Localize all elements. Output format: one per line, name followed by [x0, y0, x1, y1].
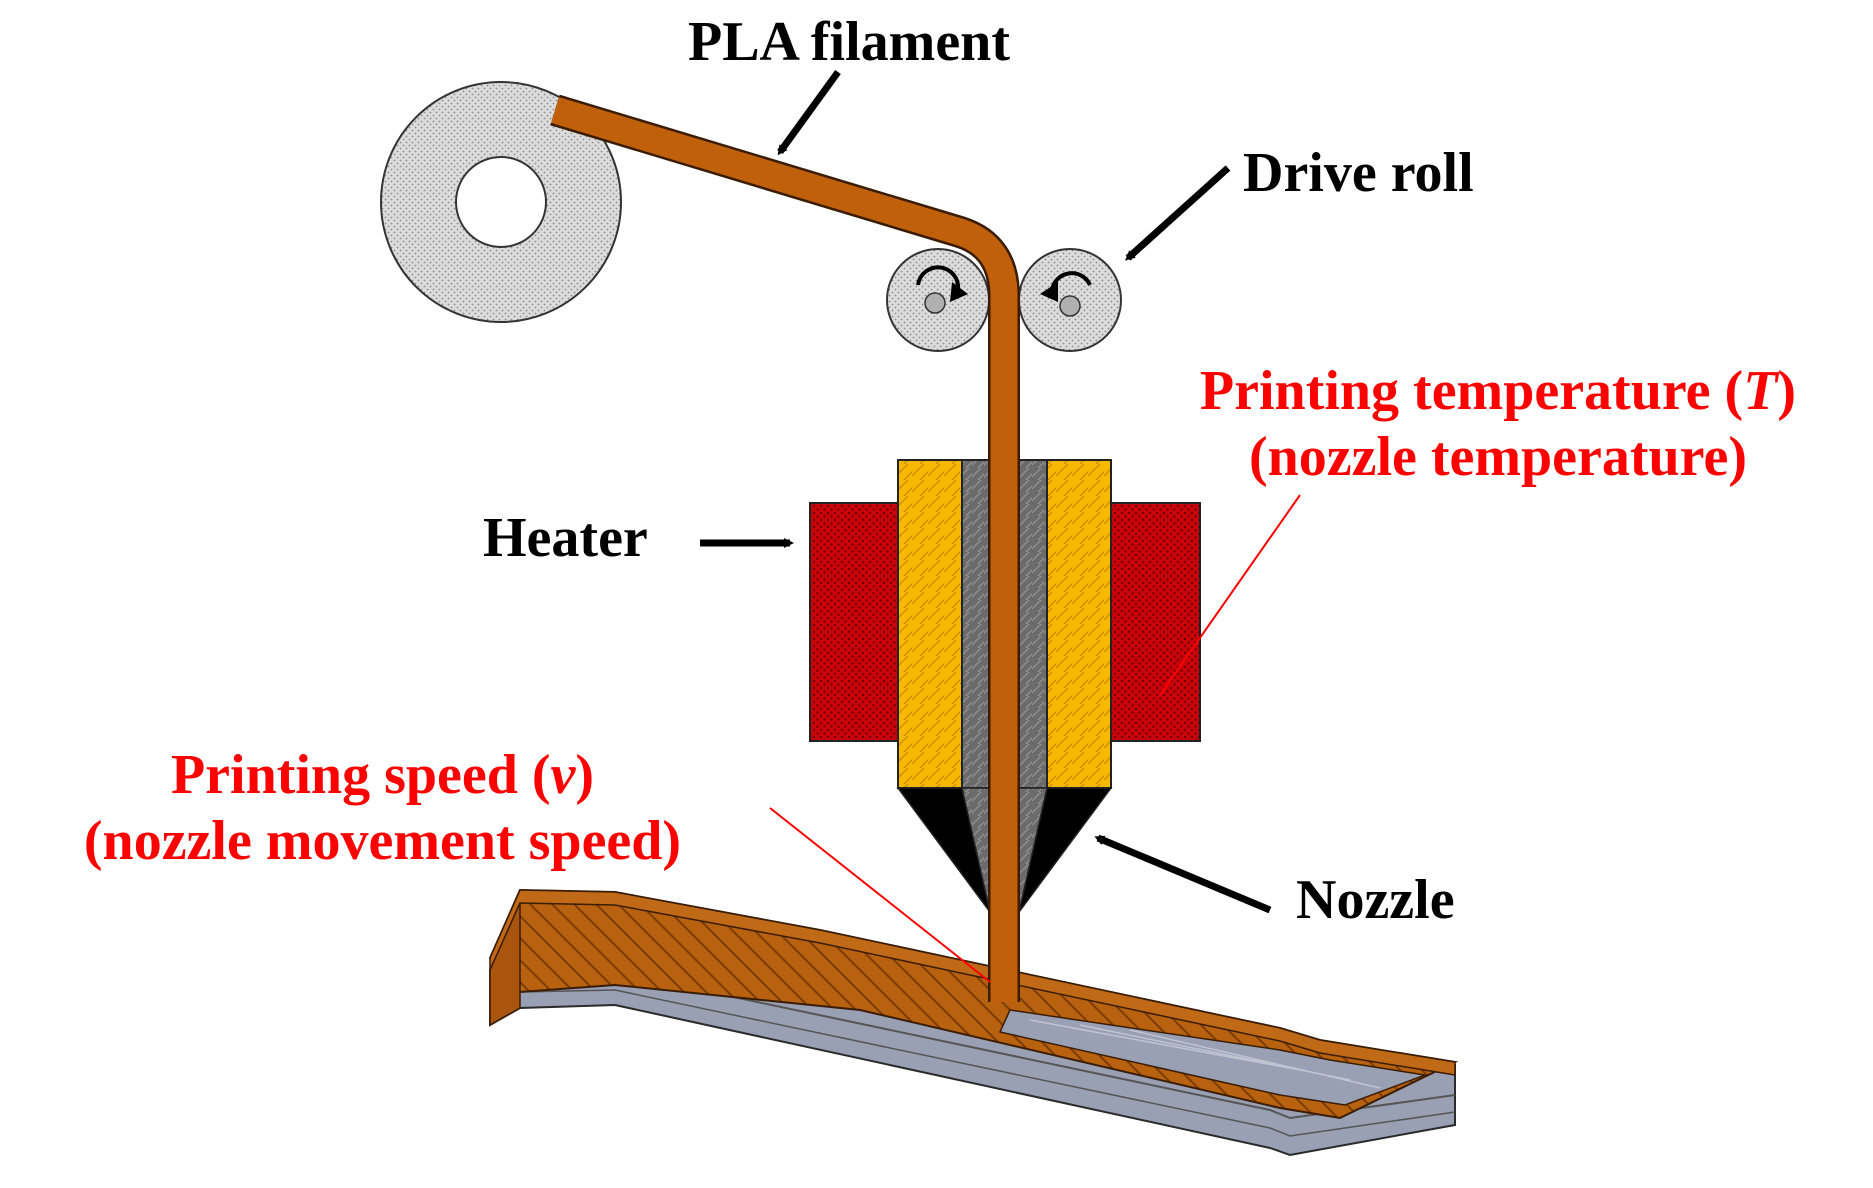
- filament-arrow: [777, 69, 841, 156]
- drive-roll-label: Drive roll: [1243, 142, 1474, 204]
- speed-label: Printing speed (v) (nozzle movement spee…: [10, 742, 755, 874]
- drive-roll-arrow: [1125, 165, 1231, 261]
- speed-callout-line: [769, 807, 991, 983]
- speed-line2: (nozzle movement speed): [83, 810, 682, 873]
- filament-label: PLA filament: [688, 11, 1010, 73]
- drive-roll-right: [1018, 248, 1122, 352]
- nozzle-arrow: [1094, 834, 1272, 914]
- speed-line1: Printing speed (v): [170, 744, 595, 806]
- drive-roll-left: [886, 248, 990, 352]
- filament-spool: [380, 81, 622, 323]
- heater-label: Heater: [483, 507, 648, 569]
- temperature-label: Printing temperature (T) (nozzle tempera…: [1128, 358, 1868, 490]
- heater-left: [809, 502, 901, 742]
- heater-right: [1109, 502, 1201, 742]
- temperature-line1: Printing temperature (T): [1199, 360, 1797, 422]
- temperature-callout-line: [1159, 494, 1301, 696]
- printed-specimen: [488, 888, 1459, 1157]
- nozzle-label: Nozzle: [1296, 869, 1455, 931]
- temperature-line2: (nozzle temperature): [1248, 426, 1748, 489]
